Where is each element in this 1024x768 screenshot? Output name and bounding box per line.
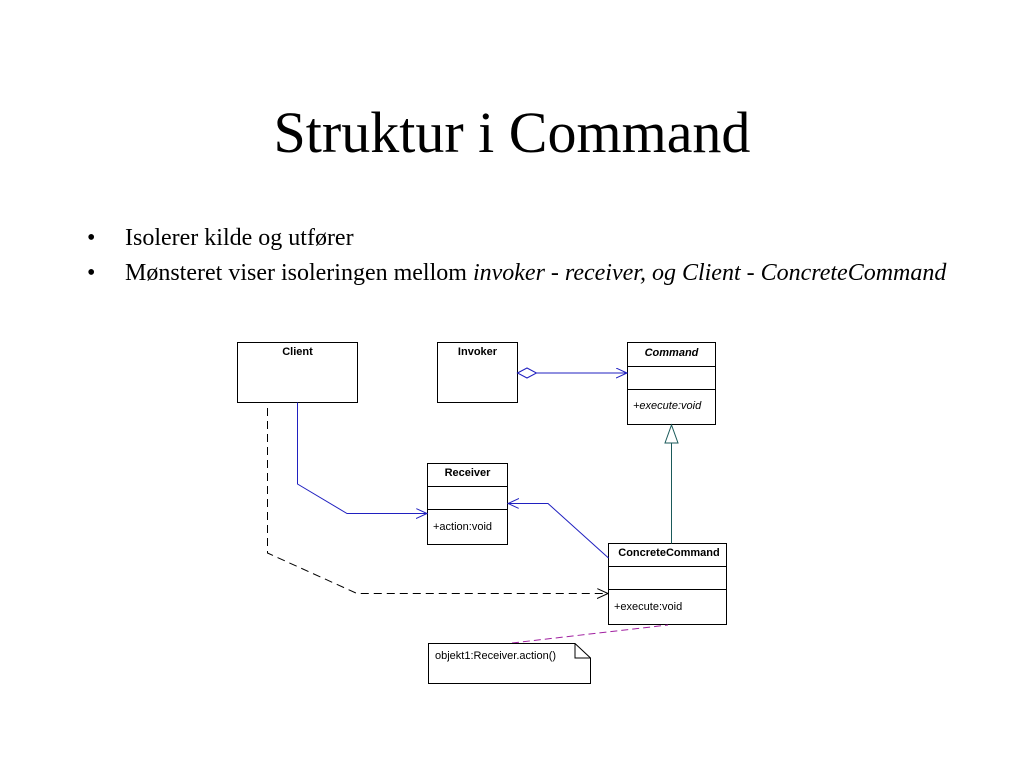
bullet-text: Isolerer kilde og utfører	[125, 225, 354, 251]
bullet-dot: •	[87, 225, 96, 251]
dependency-client-concrete-command	[267, 408, 609, 594]
bullet-item-1: • Isolerer kilde og utfører	[87, 225, 947, 252]
class-receiver: Receiver +action:void	[427, 463, 508, 545]
association-concrete-command-receiver	[508, 504, 609, 559]
class-command: Command +execute:void	[627, 342, 716, 425]
class-receiver-operation: +action:void	[433, 521, 492, 533]
note-text: objekt1:Receiver.action()	[435, 650, 556, 662]
class-client-name: Client	[282, 346, 313, 358]
class-client: Client	[237, 342, 358, 403]
note-objekt1: objekt1:Receiver.action()	[428, 643, 591, 684]
association-client-receiver	[297, 402, 428, 514]
class-concrete-command-name: ConcreteCommand	[618, 547, 719, 559]
class-receiver-name: Receiver	[445, 467, 492, 479]
bullet-dot: •	[87, 260, 96, 286]
class-concrete-command: ConcreteCommand +execute:void	[608, 543, 727, 625]
class-command-name: Command	[645, 347, 699, 359]
generalization-concrete-command-command	[664, 423, 679, 544]
bullet-text-italic: invoker - receiver, og Client - Concrete…	[472, 260, 947, 286]
note-link	[511, 624, 669, 644]
class-command-operation: +execute:void	[633, 400, 702, 412]
class-invoker: Invoker	[437, 342, 518, 403]
bullet-list: • Isolerer kilde og utfører • Mønsteret …	[87, 225, 947, 295]
aggregation-invoker-command	[516, 367, 628, 379]
bullet-item-2: • Mønsteret viser isoleringen mellom inv…	[87, 260, 947, 287]
class-concrete-command-operation: +execute:void	[614, 601, 682, 613]
slide-title: Struktur i Command	[273, 100, 751, 165]
bullet-text: Mønsteret viser isoleringen mellom	[125, 260, 473, 286]
class-invoker-name: Invoker	[458, 346, 498, 358]
